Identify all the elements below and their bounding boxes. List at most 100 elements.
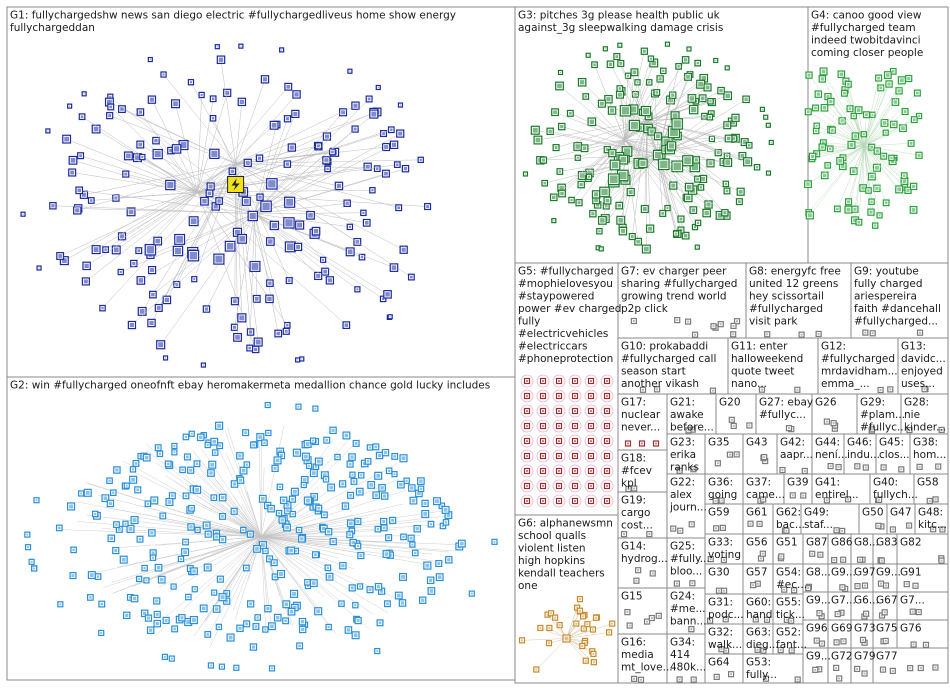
group-g24-nodes [688, 626, 695, 633]
graph-node-fill [296, 244, 301, 249]
graph-node-fill [173, 444, 176, 447]
graph-node-fill [902, 174, 906, 177]
graph-node-fill [317, 506, 321, 510]
graph-node-fill [630, 235, 634, 238]
graph-node-fill [262, 77, 268, 82]
graph-node-ring [600, 464, 614, 478]
graph-node-fill [331, 539, 335, 544]
graph-node-fill [196, 528, 199, 531]
group-g50-nodes [875, 522, 885, 530]
graph-node-fill [594, 198, 598, 203]
graph-node-fill [132, 518, 137, 523]
group-g87-nodes [809, 550, 824, 558]
graph-node-fill [316, 609, 321, 614]
graph-node-fill [669, 128, 678, 137]
graph-node-fill [174, 247, 182, 255]
graph-node-fill [871, 113, 874, 116]
graph-node-fill [820, 145, 824, 149]
graph-node-fill [748, 424, 751, 427]
graph-node-fill [730, 673, 733, 676]
graph-node-fill [218, 444, 221, 448]
group-label-g27: G27: ebay#fullyc... [759, 397, 813, 422]
group-label-g53: G53:fully... [746, 657, 777, 682]
group-box-g55 [772, 593, 804, 625]
graph-node-fill [26, 533, 29, 536]
graph-node-fill [893, 100, 898, 104]
graph-node-fill [257, 156, 262, 160]
group-g2-nodes [24, 401, 498, 672]
group-g35-nodes [714, 451, 740, 467]
graph-node-fill [715, 527, 718, 530]
graph-node-fill [138, 142, 143, 147]
group-label-g48: G48:kitc... [918, 507, 947, 532]
graph-node-ring [584, 434, 598, 448]
group-box-g6 [514, 514, 619, 684]
group-label-line: growing trend world [621, 291, 727, 303]
group-label-line: G51 [776, 537, 798, 549]
group-label-g40: G40:fullych... [873, 477, 918, 502]
graph-node-fill [343, 504, 348, 508]
graph-node-fill [189, 252, 198, 260]
group-g8y-nodes [805, 583, 813, 592]
graph-node-fill [405, 479, 408, 482]
graph-node-fill [114, 549, 118, 553]
group-label-line: sharing #fullycharged [621, 278, 737, 290]
group-box-g19 [617, 491, 668, 539]
graph-node-fill [292, 489, 297, 494]
graph-node-fill [93, 126, 99, 132]
group-g28-nodes [906, 426, 945, 434]
group-label-line: journ... [669, 502, 707, 514]
graph-node-fill [558, 500, 560, 502]
graph-node-fill [278, 449, 283, 454]
graph-node-fill [148, 628, 153, 632]
graph-node-fill [322, 258, 325, 261]
graph-node-fill [391, 265, 397, 270]
graph-node-fill [709, 100, 712, 103]
group-g20-nodes [728, 416, 753, 430]
graph-node-ring [568, 464, 582, 478]
graph-node-fill [181, 468, 184, 472]
group-label-line: hand [746, 609, 772, 621]
graph-node-fill [189, 81, 193, 84]
graph-node-fill [722, 558, 725, 561]
graph-node-fill [542, 425, 544, 427]
graph-node-ring [584, 479, 598, 493]
graph-node-fill [701, 176, 706, 181]
group-box-g25 [666, 537, 706, 589]
group-label-line: G50 [862, 507, 884, 519]
graph-node-ring [584, 419, 598, 433]
graph-node-fill [112, 491, 115, 494]
graph-node-fill [606, 380, 608, 382]
group-box-g14 [617, 537, 668, 589]
group-box-g10 [617, 337, 729, 395]
graph-node-fill [574, 470, 576, 472]
group-label-g50: G50 [862, 507, 884, 519]
graph-node-fill [600, 218, 605, 223]
graph-node-fill [618, 92, 622, 97]
group-label-line: není... [815, 449, 848, 461]
graph-node-fill [184, 494, 188, 498]
group-label-g42: G42:aapr... [780, 437, 813, 462]
group-box-g50 [858, 503, 888, 535]
graph-node-fill [817, 332, 820, 335]
group-label-line: G61 [746, 507, 768, 519]
group-label-line: G9... [806, 651, 831, 663]
graph-node-fill [382, 526, 386, 530]
graph-node-fill [578, 609, 581, 612]
graph-node-fill [584, 95, 588, 98]
group-box-g7y [896, 591, 949, 621]
graph-node-fill [232, 299, 237, 304]
graph-node-fill [846, 82, 850, 86]
graph-node-fill [606, 440, 608, 442]
graph-node-fill [403, 167, 408, 171]
graph-node-fill [908, 524, 911, 527]
graph-node-fill [642, 207, 647, 211]
group-label-g64: G64 [708, 657, 730, 669]
group-g34-nodes [676, 676, 697, 683]
graph-node-fill [258, 195, 262, 199]
graph-node-fill [417, 491, 421, 496]
graph-node-fill [675, 582, 678, 585]
graph-node-fill [756, 582, 759, 585]
graph-node-fill [710, 137, 713, 140]
